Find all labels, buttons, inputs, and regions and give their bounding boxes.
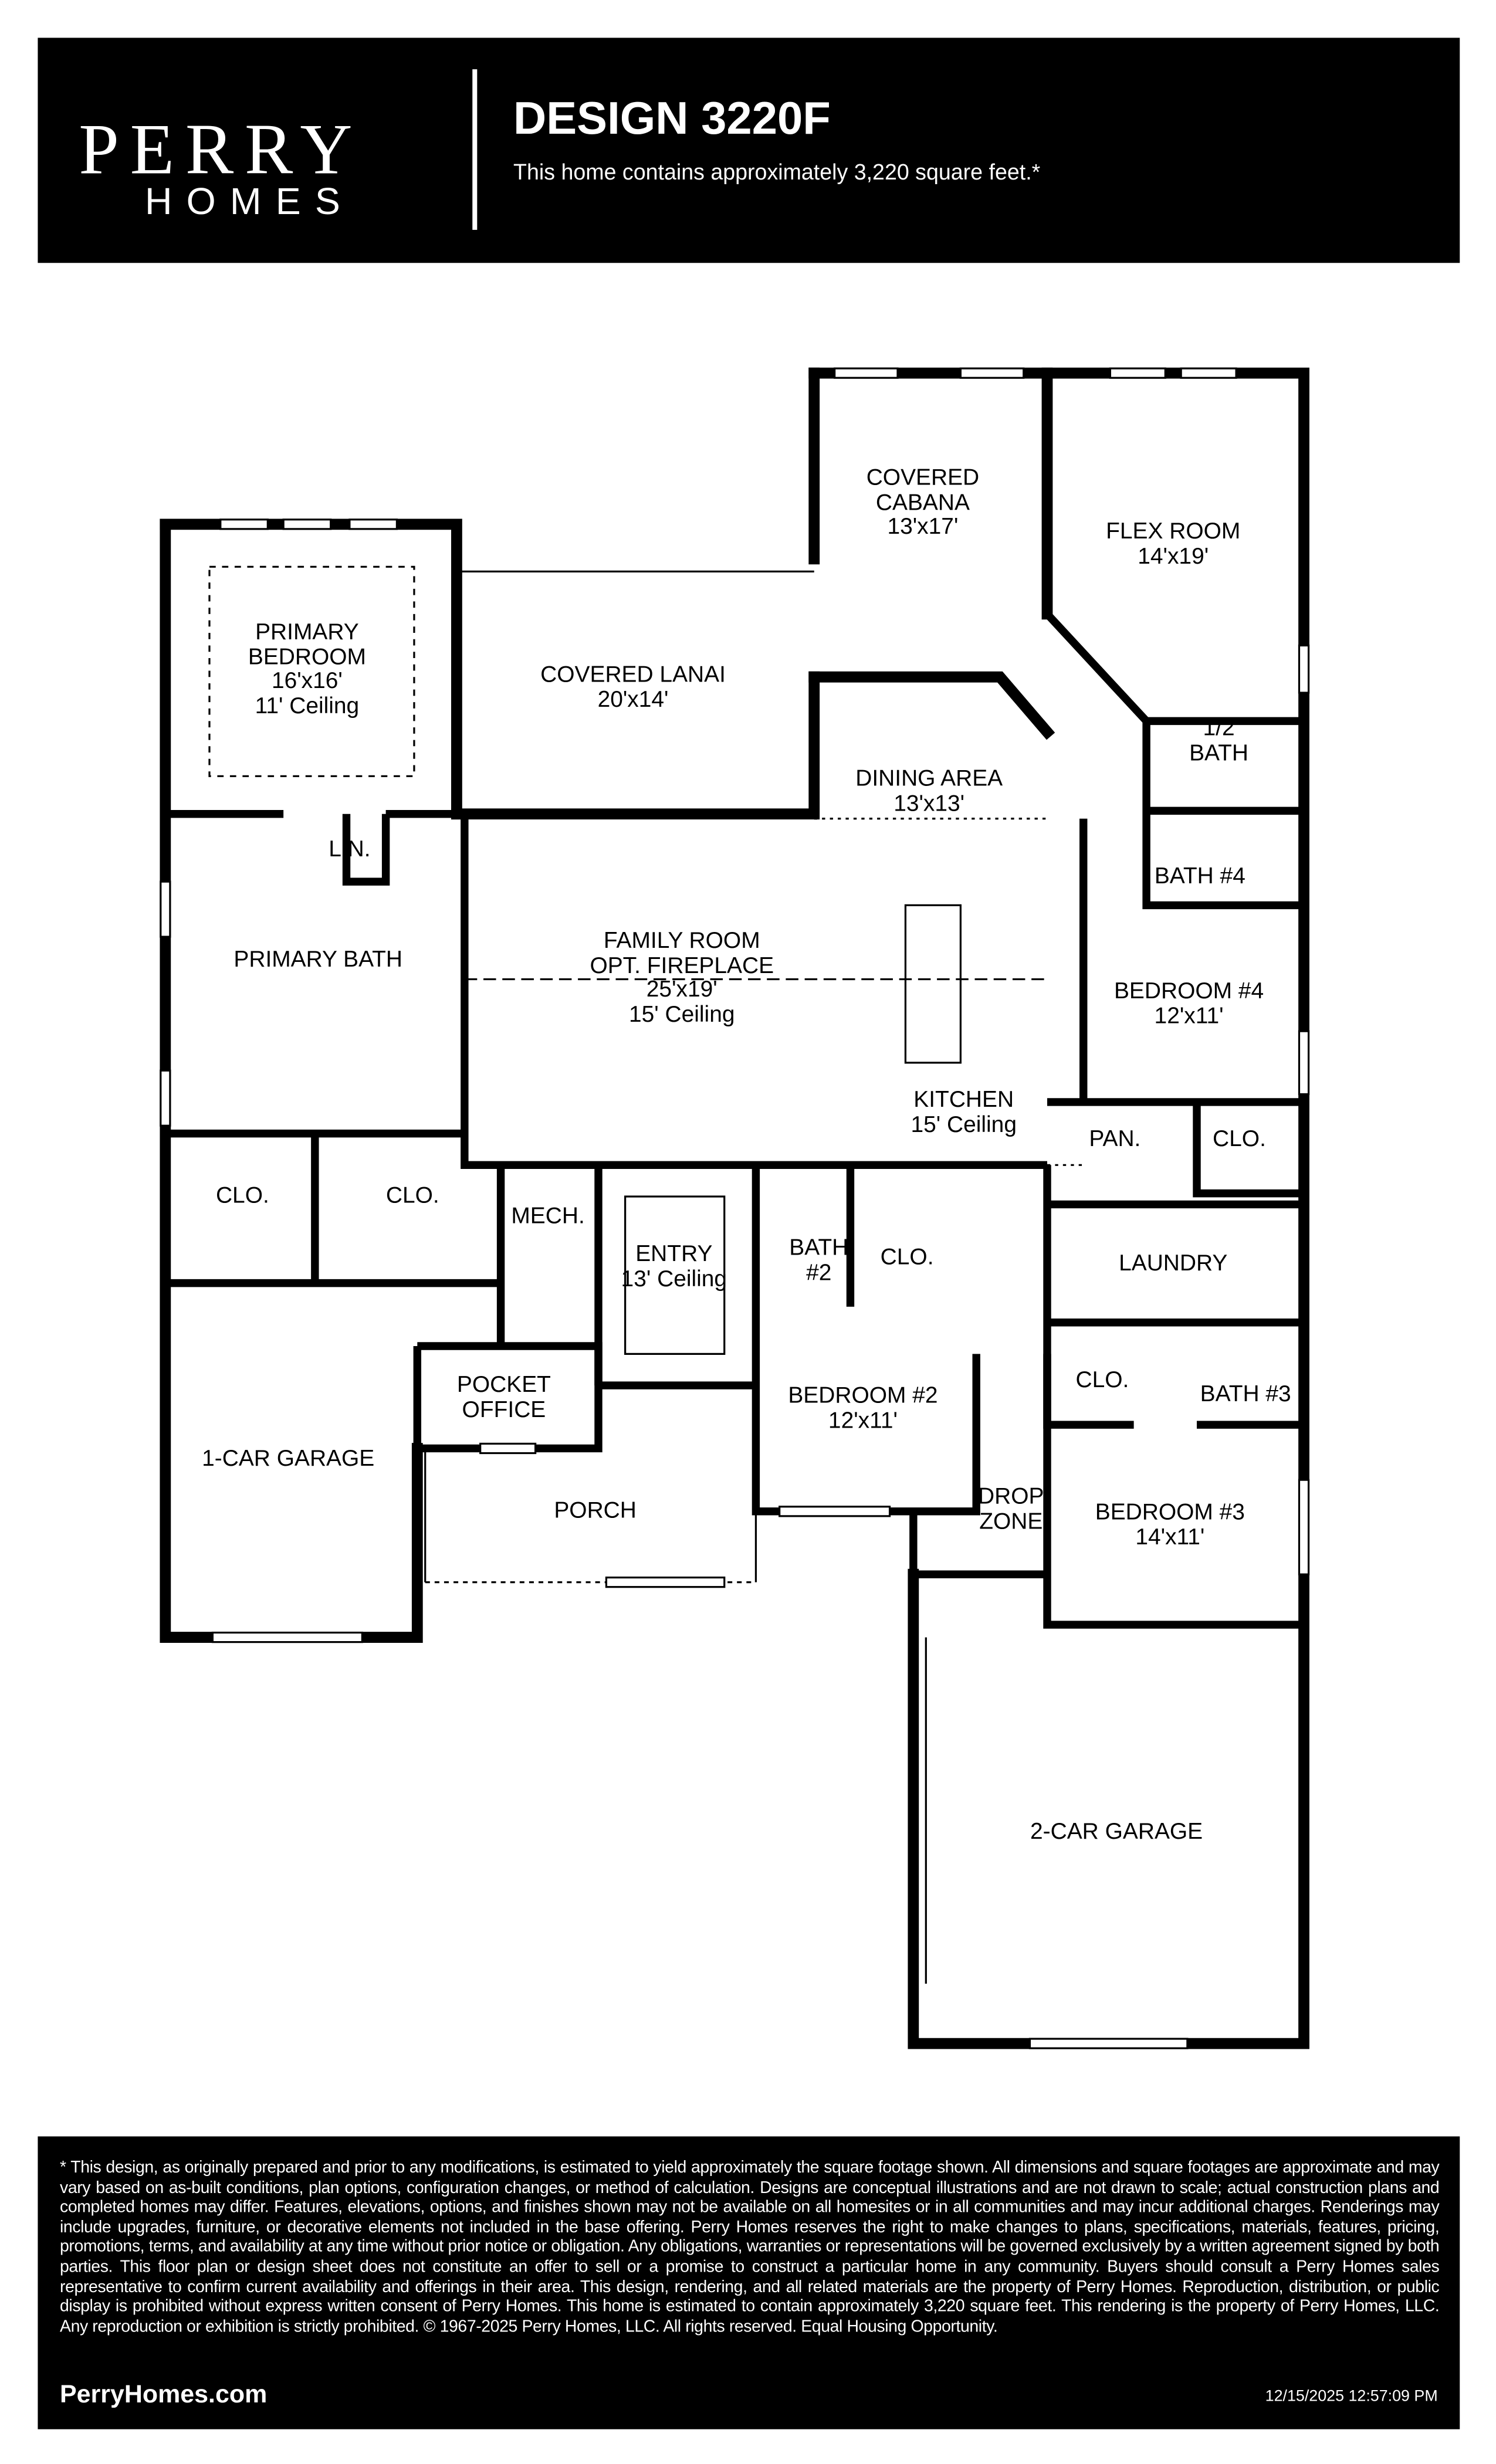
room-closet-bedroom-4: CLO. (1213, 1127, 1266, 1153)
room-bath-3: BATH #3 (1200, 1382, 1291, 1408)
logo-perry: PERRY (79, 109, 364, 189)
design-subtitle: This home contains approximately 3,220 s… (513, 159, 1041, 185)
room-bath-2: BATH#2 (789, 1236, 849, 1286)
room-pantry: PAN. (1089, 1127, 1141, 1153)
room-2-car-garage: 2-CAR GARAGE (1030, 1819, 1203, 1845)
room-closet-bedroom-2: CLO. (880, 1245, 934, 1271)
website-link[interactable]: PerryHomes.com (59, 2382, 268, 2409)
room-1-car-garage: 1-CAR GARAGE (202, 1446, 375, 1472)
room-primary-bath: PRIMARY BATH (233, 947, 403, 973)
room-closet-primary-1: CLO. (215, 1184, 269, 1209)
open-edges (208, 565, 1084, 1984)
interior-walls (165, 611, 1304, 1629)
room-closet-bedroom-3: CLO. (1075, 1368, 1129, 1394)
disclaimer-text: * This design, as originally prepared an… (59, 2158, 1440, 2336)
logo-homes: HOMES (144, 181, 354, 224)
header-divider (472, 69, 478, 230)
room-mech: MECH. (511, 1204, 585, 1230)
header-banner: PERRY HOMES DESIGN 3220F This home conta… (38, 38, 1460, 263)
windows (160, 367, 1310, 2049)
room-laundry: LAUNDRY (1119, 1251, 1228, 1277)
design-title: DESIGN 3220F (513, 94, 831, 145)
room-porch: PORCH (554, 1499, 637, 1524)
timestamp: 12/15/2025 12:57:09 PM (1265, 2388, 1438, 2406)
room-bath-4: BATH #4 (1154, 864, 1245, 890)
footer-banner: * This design, as originally prepared an… (38, 2136, 1460, 2429)
room-closet-primary-2: CLO. (385, 1184, 439, 1209)
room-linen: LIN. (329, 837, 371, 863)
